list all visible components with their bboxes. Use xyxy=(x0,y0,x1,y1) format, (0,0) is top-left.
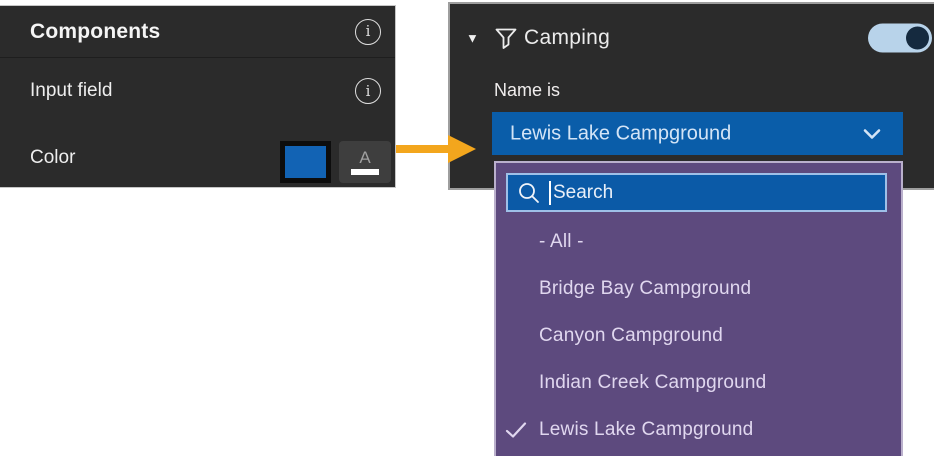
text-color-underline xyxy=(351,169,379,175)
field-label: Name is xyxy=(494,80,561,100)
text-color-button[interactable]: A xyxy=(339,141,391,183)
components-panel-header: Components i xyxy=(0,6,395,58)
text-color-a-icon: A xyxy=(359,148,371,167)
filter-funnel-icon xyxy=(495,28,517,49)
option-lewis-lake-selected[interactable]: Lewis Lake Campground xyxy=(496,406,901,453)
components-info-button[interactable]: i xyxy=(355,18,381,45)
annotation-arrow-icon xyxy=(396,135,476,163)
filter-panel: ▼ Camping Name is Lewis Lake Campground xyxy=(448,2,934,190)
option-indian-creek[interactable]: Indian Creek Campground xyxy=(539,371,767,393)
check-icon xyxy=(505,421,527,438)
chevron-down-icon xyxy=(863,128,881,139)
input-field-info-button[interactable]: i xyxy=(355,78,381,104)
panel-title: Components xyxy=(30,19,161,43)
option-list: - All - Bridge Bay Campground Canyon Cam… xyxy=(496,218,901,453)
filter-header: ▼ Camping xyxy=(450,14,934,62)
select-value: Lewis Lake Campground xyxy=(510,122,732,144)
filter-toggle-switch[interactable] xyxy=(868,23,932,53)
dropdown-list-panel: Search - All - Bridge Bay Campground Can… xyxy=(494,161,903,456)
search-icon xyxy=(519,182,539,203)
info-icon: i xyxy=(365,22,371,40)
toggle-knob xyxy=(906,26,929,50)
filter-title: Camping xyxy=(524,26,611,49)
input-field-row: Input field i xyxy=(0,66,395,116)
color-swatch-button[interactable] xyxy=(280,141,331,183)
color-swatch xyxy=(285,146,326,178)
option-bridge-bay[interactable]: Bridge Bay Campground xyxy=(539,277,752,299)
search-placeholder: Search xyxy=(553,181,614,203)
text-cursor xyxy=(549,180,551,205)
color-row: Color A xyxy=(0,132,395,184)
components-panel: Components i Input field i Color A xyxy=(0,5,396,188)
info-icon: i xyxy=(365,81,371,100)
input-field-label: Input field xyxy=(30,80,113,101)
name-select-dropdown[interactable]: Lewis Lake Campground xyxy=(492,112,903,155)
option-canyon[interactable]: Canyon Campground xyxy=(539,324,724,346)
color-label: Color xyxy=(30,147,76,168)
search-input[interactable]: Search xyxy=(506,173,887,212)
option-all[interactable]: - All - xyxy=(539,230,584,252)
collapse-caret-icon[interactable]: ▼ xyxy=(466,30,479,46)
